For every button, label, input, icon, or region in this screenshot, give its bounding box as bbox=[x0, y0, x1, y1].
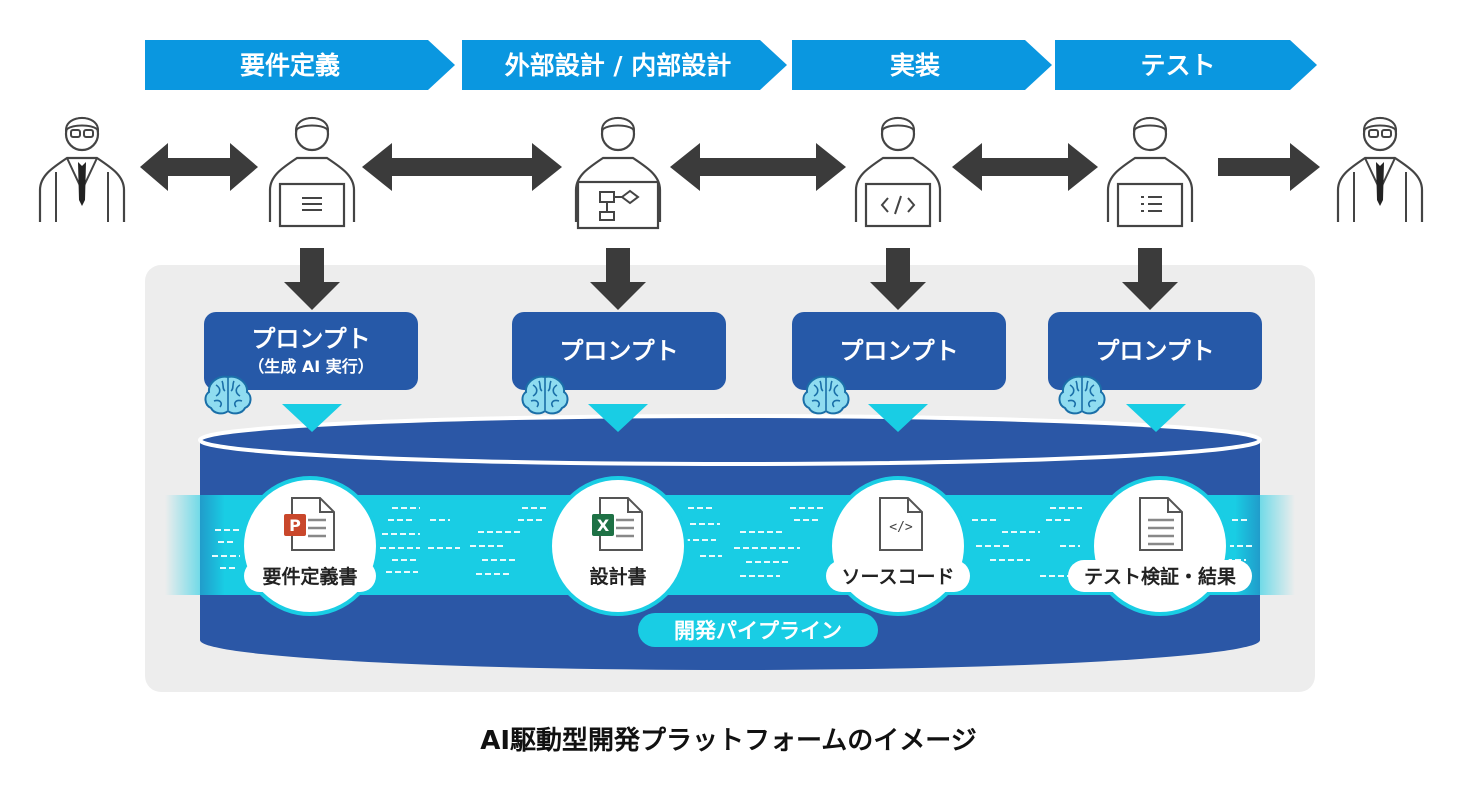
engineer-list-icon bbox=[1106, 116, 1194, 228]
stage-label-requirements: 要件定義 bbox=[240, 51, 340, 80]
artifact-requirements-doc: P 要件定義書 bbox=[240, 476, 380, 616]
stage-arrow-test bbox=[1055, 40, 1317, 90]
double-arrow-icon bbox=[670, 143, 846, 191]
handoff-arrows bbox=[140, 143, 1320, 191]
artifact-design-doc: X 設計書 bbox=[548, 476, 688, 616]
stage-label-design: 外部設計 / 内部設計 bbox=[505, 51, 732, 80]
client-person-icon bbox=[1336, 116, 1424, 224]
engineer-code-icon bbox=[854, 116, 942, 228]
svg-text:X: X bbox=[597, 516, 610, 535]
double-arrow-icon bbox=[140, 143, 258, 191]
svg-text:</>: </> bbox=[889, 520, 913, 535]
prompt-label: プロンプト bbox=[251, 325, 370, 353]
prompt-box-1: プロンプト （生成 AI 実行） bbox=[204, 312, 418, 432]
engineer-document-icon bbox=[268, 116, 356, 228]
data-stream-dashes bbox=[212, 507, 1252, 577]
client-person-icon bbox=[38, 116, 126, 224]
artifact-label: 設計書 bbox=[589, 565, 646, 588]
triangle-pointer-icon bbox=[868, 404, 928, 432]
diagram-caption: AI駆動型開発プラットフォームのイメージ bbox=[480, 726, 977, 756]
double-arrow-icon bbox=[952, 143, 1098, 191]
brain-icon bbox=[802, 375, 850, 415]
svg-text:P: P bbox=[289, 516, 301, 535]
down-arrows bbox=[284, 248, 1178, 310]
prompt-label: プロンプト bbox=[839, 337, 958, 365]
powerpoint-doc-icon: P bbox=[284, 497, 335, 551]
excel-doc-icon: X bbox=[592, 497, 643, 551]
stage-arrow-requirements bbox=[145, 40, 455, 90]
pipeline-label: 開発パイプライン bbox=[674, 619, 842, 643]
down-arrow-icon bbox=[870, 248, 926, 310]
brain-icon bbox=[521, 375, 569, 415]
artifact-label: テスト検証・結果 bbox=[1084, 565, 1236, 588]
stage-arrow-implementation bbox=[792, 40, 1052, 90]
prompt-label: プロンプト bbox=[559, 337, 678, 365]
engineer-flowchart-icon bbox=[574, 116, 662, 230]
stage-label-test: テスト bbox=[1140, 51, 1215, 80]
code-doc-icon: </> bbox=[879, 497, 923, 551]
stage-arrow-design bbox=[462, 40, 787, 90]
pipeline-band bbox=[165, 495, 1295, 595]
prompt-box-4: プロンプト bbox=[1048, 312, 1262, 432]
down-arrow-icon bbox=[284, 248, 340, 310]
prompt-sublabel: （生成 AI 実行） bbox=[248, 357, 373, 376]
down-arrow-icon bbox=[590, 248, 646, 310]
triangle-pointer-icon bbox=[588, 404, 648, 432]
brain-icon bbox=[1058, 375, 1106, 415]
triangle-pointer-icon bbox=[282, 404, 342, 432]
prompt-box-3: プロンプト bbox=[792, 312, 1006, 432]
double-arrow-icon bbox=[362, 143, 562, 191]
pipeline-label-pill: 開発パイプライン bbox=[638, 613, 878, 647]
brain-icon bbox=[204, 375, 252, 415]
triangle-pointer-icon bbox=[1126, 404, 1186, 432]
stage-label-implementation: 実装 bbox=[890, 51, 940, 80]
artifact-test-results: テスト検証・結果 bbox=[1068, 476, 1252, 616]
artifact-label: 要件定義書 bbox=[262, 565, 357, 588]
artifact-source-code: </> ソースコード bbox=[826, 476, 970, 616]
prompt-box-2: プロンプト bbox=[512, 312, 726, 432]
text-doc-icon bbox=[1139, 497, 1183, 551]
single-arrow-icon bbox=[1218, 143, 1320, 191]
stage-header-arrows: 要件定義 外部設計 / 内部設計 実装 テスト bbox=[145, 40, 1317, 90]
down-arrow-icon bbox=[1122, 248, 1178, 310]
prompt-label: プロンプト bbox=[1095, 337, 1214, 365]
artifact-label: ソースコード bbox=[841, 566, 954, 588]
